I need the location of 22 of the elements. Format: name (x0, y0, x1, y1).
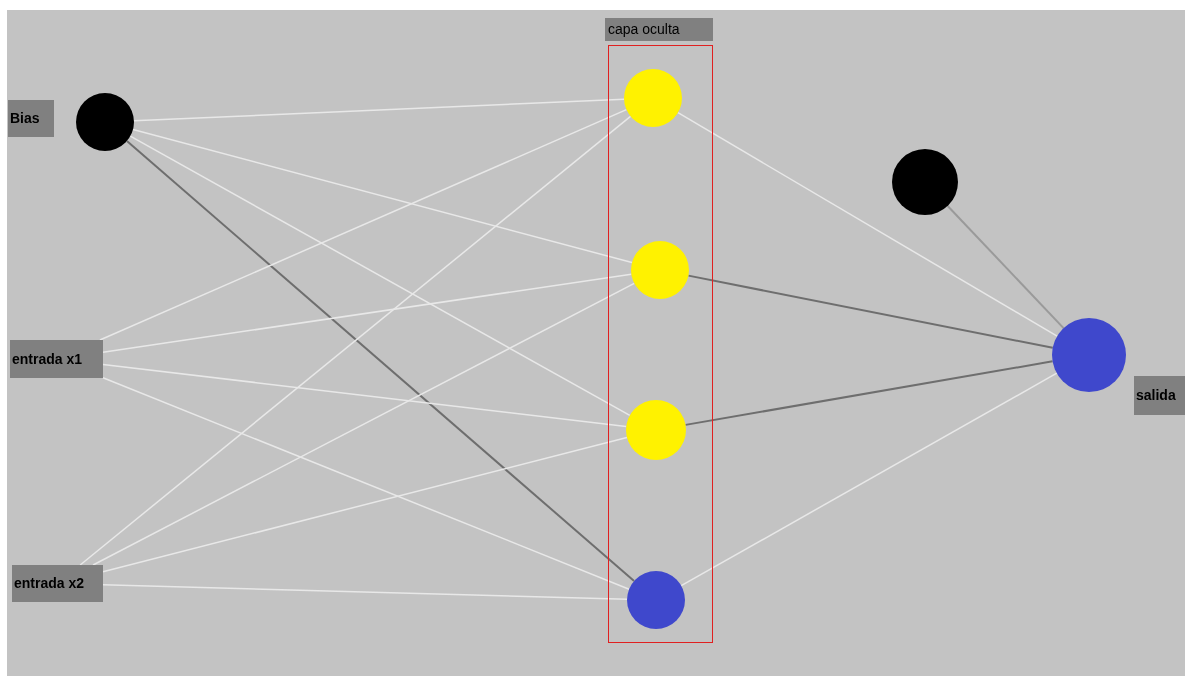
node-label: Bias (8, 100, 54, 137)
connection-line (102, 363, 627, 428)
connection-line (99, 108, 628, 341)
connection-line (133, 98, 625, 122)
connection-line (687, 274, 1054, 349)
connection-line (677, 112, 1058, 337)
connection-line (125, 140, 636, 582)
input-label: entrada x1 (10, 340, 103, 378)
connection-line (946, 204, 1065, 330)
connection-line (102, 273, 633, 353)
layer-label: capa oculta (605, 18, 713, 41)
input-label: entrada x2 (12, 565, 103, 602)
connection-line (129, 135, 631, 417)
node-label: salida (1134, 376, 1185, 415)
connection-line (684, 360, 1054, 426)
connection-line (79, 115, 632, 566)
connection-line (132, 128, 633, 264)
connection-line (102, 436, 628, 573)
connection-line (102, 376, 630, 590)
connection-line (92, 282, 635, 566)
connection-line (102, 584, 628, 600)
connection-line (680, 372, 1058, 587)
